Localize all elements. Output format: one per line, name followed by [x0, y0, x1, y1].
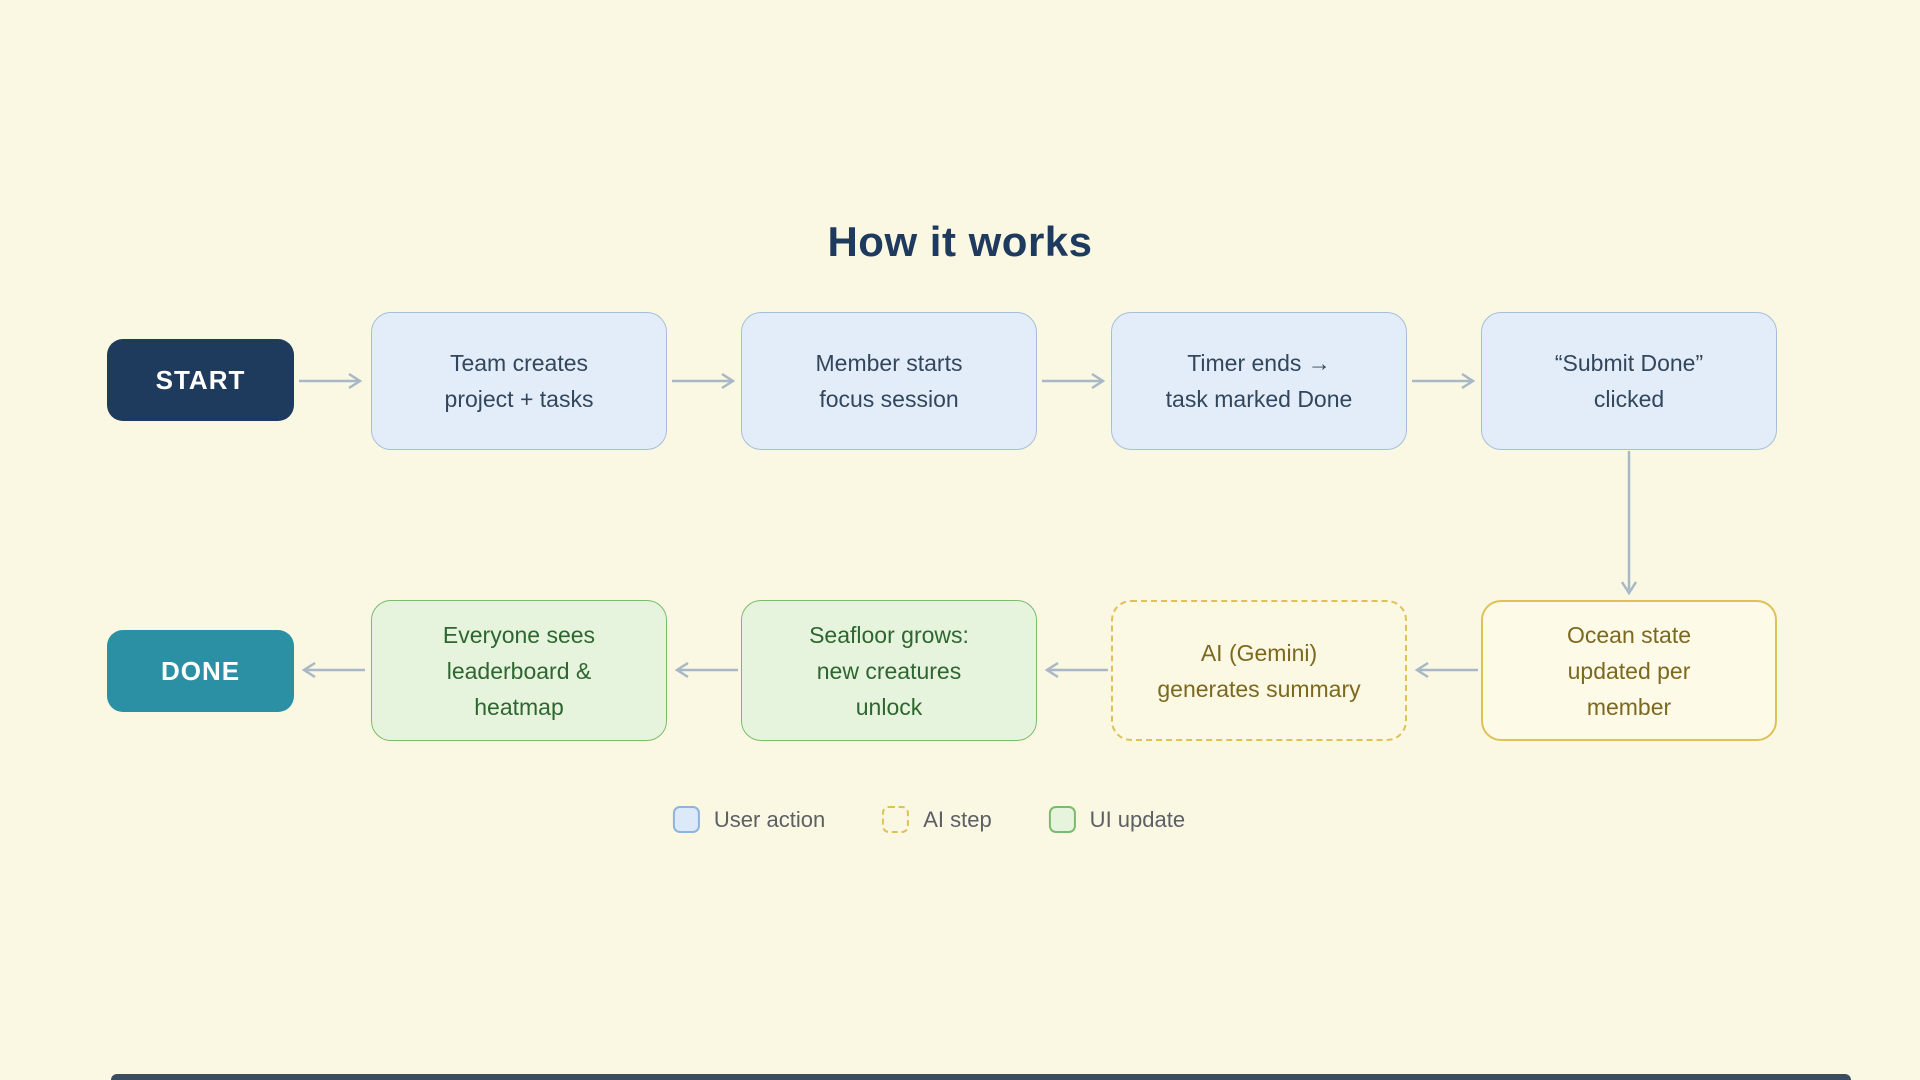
step-team-creates-project: Team creates project + tasks [371, 312, 667, 450]
done-node: DONE [107, 630, 294, 712]
ai-step-swatch-icon [882, 806, 910, 833]
arrow-leaderboard-to-done-icon [301, 661, 365, 679]
arrow-ocean-state-to-ai-icon [1414, 661, 1478, 679]
arrow-step2-to-step3-icon [1042, 372, 1106, 390]
arrow-step1-to-step2-icon [672, 372, 736, 390]
arrow-ai-to-seafloor-icon [1044, 661, 1108, 679]
arrow-start-to-step1-icon [299, 372, 363, 390]
legend-label-ai-step: AI step [923, 806, 992, 832]
section-title: How it works [827, 218, 1093, 265]
user-action-swatch-icon [672, 806, 700, 833]
arrow-step4-to-ocean-state-icon [1620, 451, 1638, 596]
legend-item-ai-step: AI step [882, 806, 992, 833]
legend: User action AI step UI update [672, 806, 1186, 833]
step-timer-ends-task-done: Timer ends → task marked Done [1111, 312, 1407, 450]
step-everyone-sees-leaderboard-heatmap: Everyone sees leaderboard & heatmap [371, 600, 667, 741]
step-seafloor-grows-creatures-unlock: Seafloor grows: new creatures unlock [741, 600, 1037, 741]
step-ocean-state-updated: Ocean state updated per member [1481, 600, 1777, 741]
legend-label-user-action: User action [713, 806, 826, 832]
legend-item-ui-update: UI update [1048, 806, 1186, 833]
ui-update-swatch-icon [1048, 806, 1076, 833]
next-section-edge [111, 1074, 1851, 1080]
legend-label-ui-update: UI update [1089, 806, 1186, 832]
arrow-seafloor-to-leaderboard-icon [674, 661, 738, 679]
legend-item-user-action: User action [672, 806, 826, 833]
step-submit-done-clicked: “Submit Done” clicked [1481, 312, 1777, 450]
step-ai-gemini-generates-summary: AI (Gemini) generates summary [1111, 600, 1407, 741]
start-node: START [107, 339, 294, 421]
arrow-step3-to-step4-icon [1412, 372, 1476, 390]
step-member-starts-focus-session: Member starts focus session [741, 312, 1037, 450]
